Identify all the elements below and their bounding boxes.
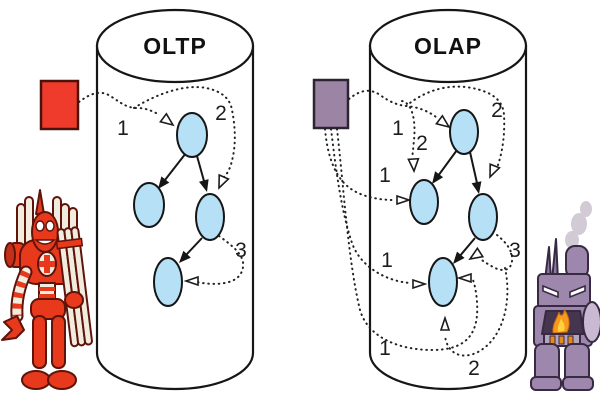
fire-icon [557,318,565,332]
insertion-arrowhead [439,315,451,331]
cylinder-top [368,8,528,84]
cylinder-top [95,8,255,84]
insertion-path [133,86,236,178]
insertion-arrowhead [435,114,451,129]
tree-edge [196,155,205,182]
robot-claw [1,315,25,341]
insertion-arrowhead [468,246,485,261]
tree-edge-arrowhead [471,181,482,194]
step-label: 2 [491,99,503,122]
insertion-arrowhead [412,278,428,290]
step-label: 1 [379,164,391,187]
tree-edge [164,152,187,181]
tree-node [449,109,479,155]
tree-node [133,182,165,228]
tree-node [153,257,183,307]
step-label: 1 [381,249,393,272]
insertion-arrowhead [183,275,199,287]
smoke-icon [565,201,592,249]
tree-node [409,179,439,225]
tree-edge-arrowhead [432,171,444,184]
oltp-insertion-paths: 1 2 3 [78,86,247,287]
insertion-arrowhead [218,173,230,190]
robot-hand [64,291,84,309]
oltp-database-cylinder: OLTP [95,8,255,391]
insertion-path [330,128,411,284]
insertion-arrowhead [489,163,501,179]
tree-edge-arrowhead [179,250,191,263]
tree-node [428,257,458,307]
tree-edge-arrowhead [453,251,465,264]
tree-edge [469,151,478,184]
olap-database-cylinder: OLAP [368,8,528,391]
step-label: 2 [468,357,480,380]
antenna-icon [35,189,45,215]
tree-node [195,193,225,241]
robot-eye [35,220,45,232]
insertion-arrowhead [407,157,420,174]
tree-node [468,193,498,241]
oltp-source-square [39,79,80,131]
step-label: 3 [509,239,521,262]
oltp-title: OLTP [143,33,207,59]
insertion-path [444,267,509,357]
step-label: 1 [392,117,404,140]
robot-eye [569,284,586,299]
cylinder-body [368,44,528,391]
insertion-path [348,89,437,118]
insertion-path [196,235,245,285]
olap-insertion-paths: 1 2 2 1 1 3 1 2 [324,85,521,380]
insertion-path [405,85,506,166]
olap-title: OLAP [414,33,482,59]
step-label: 3 [235,239,247,262]
insertion-path [401,100,416,158]
tree-edge [437,149,458,177]
oltp-tree [133,112,225,307]
step-label: 2 [416,132,428,155]
insertion-path [336,128,479,352]
robot-eye [45,220,55,232]
olap-robot-icon [530,201,600,391]
olap-source-square [312,78,350,130]
robot-eye [542,284,559,299]
insertion-path [478,234,514,271]
insertion-arrowhead [159,112,175,127]
insertion-arrowhead [396,194,412,206]
tree-edge [185,237,203,256]
step-label: 2 [215,102,227,125]
insertion-arrowhead [456,272,472,284]
oltp-robot-icon [1,189,93,390]
tree-edge [458,237,476,258]
insertion-path [78,91,159,115]
step-label: 1 [117,117,129,140]
olap-tree [409,109,498,307]
robot-smile [34,239,56,245]
tree-edge-arrowhead [158,176,170,189]
tree-edge-arrowhead [199,179,209,192]
cylinder-body [95,44,255,391]
belly-emblem [39,261,55,267]
tree-node [176,112,208,158]
robot-arm [582,301,600,343]
step-label: 1 [379,337,391,360]
tube-bundle-icon [55,226,93,348]
